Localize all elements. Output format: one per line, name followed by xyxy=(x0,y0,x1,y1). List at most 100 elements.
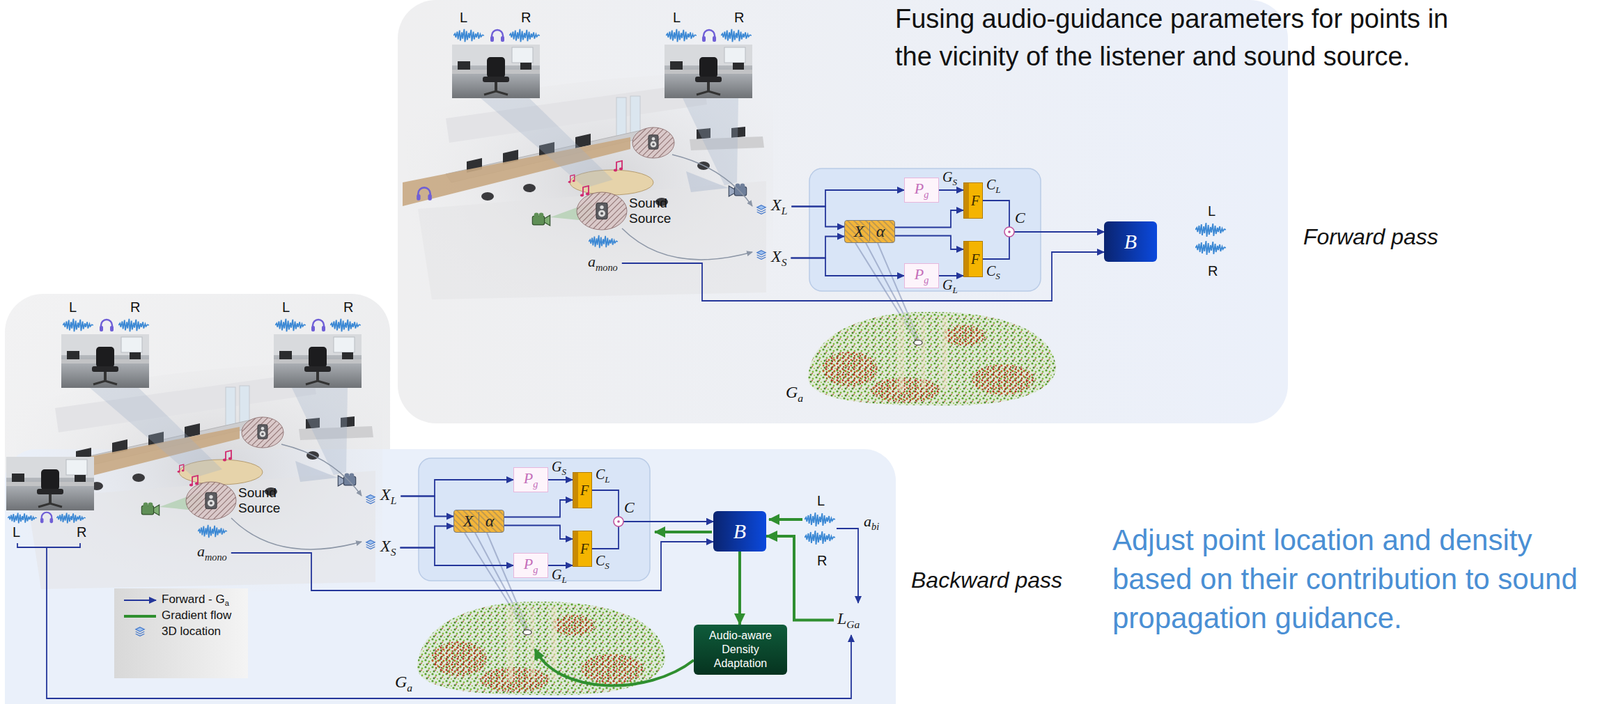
legend-sample xyxy=(123,599,157,602)
flow-connector xyxy=(399,526,454,549)
node-text: α xyxy=(870,222,891,242)
math-base: X xyxy=(771,195,782,214)
node-text: XL xyxy=(380,485,397,508)
text-label: R xyxy=(343,299,354,316)
output-line xyxy=(836,528,859,604)
text-label: R xyxy=(76,524,87,541)
gradient-connector xyxy=(766,536,834,621)
text-label: abi xyxy=(863,512,880,533)
text-label: Fusing audio-guidance parameters for poi… xyxy=(895,0,1453,76)
node-text: amono xyxy=(587,252,618,274)
text-label: Forward pass xyxy=(1303,224,1439,251)
edge-label: CL xyxy=(986,176,1001,196)
gradient-arrow xyxy=(534,649,694,687)
math-subscript: bi xyxy=(871,521,880,533)
legend-box xyxy=(114,588,248,679)
text-label: Backward pass xyxy=(911,567,1063,594)
ground-truth-line xyxy=(17,543,852,699)
text-label: L xyxy=(672,9,681,26)
text-label: Adjust point location and density based … xyxy=(1112,521,1597,639)
text-label: L xyxy=(282,299,290,316)
node-text: Audio-aware Density Adaptation xyxy=(699,628,782,671)
math-base: L xyxy=(837,609,847,628)
text-label: Ga xyxy=(785,383,804,405)
node-text: XS xyxy=(771,247,787,269)
guidance-module: Pg xyxy=(904,263,939,289)
math-subscript: a xyxy=(797,392,804,405)
text-label: Sound Source xyxy=(628,195,682,227)
flow-connector xyxy=(791,190,905,207)
backward-scene xyxy=(11,319,836,696)
parameter-box: Xα xyxy=(453,509,505,533)
node-text: F xyxy=(580,541,589,558)
edge-label: GL xyxy=(942,277,958,297)
math-base: C xyxy=(986,263,996,279)
legend-sample xyxy=(135,627,145,637)
flow-connector xyxy=(548,564,573,567)
math-base: P xyxy=(914,179,924,198)
math-base: G xyxy=(785,383,798,402)
fusion-block: F xyxy=(572,530,593,568)
math-subscript: a xyxy=(406,681,413,694)
flow-connector xyxy=(790,258,905,277)
edge-label: CS xyxy=(986,263,1001,283)
flow-connector xyxy=(504,500,573,518)
fusion-block: F xyxy=(963,241,983,278)
math-base: C xyxy=(595,466,605,483)
node-text: Pg xyxy=(523,555,539,576)
math-subscript: Ga xyxy=(846,618,860,631)
math-base: G xyxy=(551,567,562,583)
math-base: X xyxy=(771,247,782,266)
flow-connector xyxy=(982,231,1105,260)
text-label: L xyxy=(817,493,825,510)
node-text: Pg xyxy=(523,469,539,490)
node-text: Pg xyxy=(914,265,930,286)
math-subscript: S xyxy=(561,466,567,478)
math-subscript: mono xyxy=(204,551,228,563)
waveform xyxy=(7,513,37,524)
flow-connector xyxy=(895,210,964,228)
forward-scene xyxy=(402,29,1226,406)
fusion-block: F xyxy=(963,182,983,219)
math-subscript: L xyxy=(781,204,788,217)
math-subscript: g xyxy=(923,188,929,200)
math-base: X xyxy=(380,485,391,504)
guidance-module: Pg xyxy=(513,467,549,493)
text-label: L xyxy=(459,9,468,26)
math-subscript: L xyxy=(604,474,610,485)
text-label: C xyxy=(1014,208,1026,228)
edge-label: GS xyxy=(942,169,958,189)
text-base: Forward - G xyxy=(161,592,225,607)
binauralizer-block: B xyxy=(713,511,767,552)
math-subscript: g xyxy=(532,478,538,490)
gradient-arrow xyxy=(769,518,803,522)
math-subscript: S xyxy=(390,546,397,558)
flow-connector xyxy=(400,496,454,517)
math-label: XL xyxy=(769,193,789,220)
text-label: L xyxy=(1207,203,1216,220)
math-subscript: L xyxy=(995,184,1001,196)
parameter-box: Xα xyxy=(844,220,896,244)
product-operator xyxy=(613,516,624,527)
flow-connector xyxy=(399,548,514,567)
math-base: G xyxy=(394,672,407,691)
node-text: B xyxy=(1124,229,1137,254)
process-box: Audio-aware Density Adaptation xyxy=(693,624,788,675)
node-text: X xyxy=(457,511,480,531)
flow-connector xyxy=(231,541,714,591)
flow-connector xyxy=(548,479,573,481)
flow-connector xyxy=(791,206,845,228)
binauralizer-block: B xyxy=(1104,221,1157,262)
math-base: P xyxy=(523,555,533,573)
text-label: R xyxy=(734,9,744,26)
edge-label: CL xyxy=(595,466,611,486)
math-base: G xyxy=(551,459,562,475)
node-text: F xyxy=(971,192,980,209)
text-label: R xyxy=(1207,263,1218,280)
flow-connector xyxy=(790,236,845,259)
math-base: C xyxy=(595,553,605,569)
